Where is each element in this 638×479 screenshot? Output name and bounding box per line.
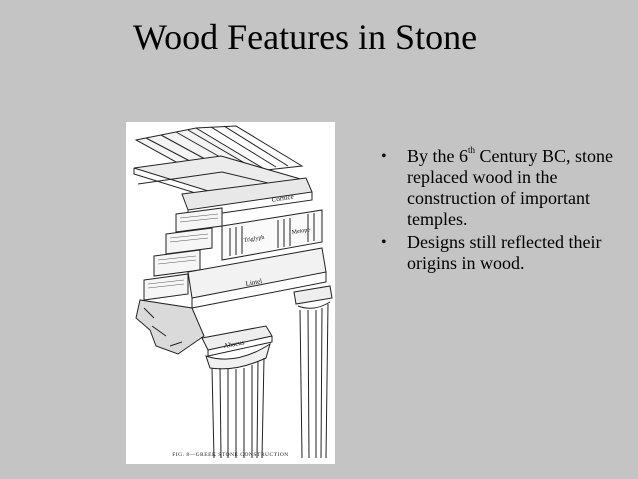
bullet-text-pre: By the 6 <box>407 146 468 166</box>
label-cornice: Cornice <box>271 193 294 204</box>
temple-entablature-drawing: Cornice Triglyph Metope Lintel Abacus <box>133 125 333 459</box>
label-metope: Metope <box>291 227 310 236</box>
bullet-dot: • <box>381 234 387 251</box>
greek-stone-construction-figure: Cornice Triglyph Metope Lintel Abacus FI… <box>126 122 335 464</box>
bullet-item: • Designs still reflected their origins … <box>381 232 621 274</box>
bullet-dot: • <box>381 148 387 165</box>
slide-title: Wood Features in Stone <box>133 17 478 57</box>
bullet-text-post: Century BC, stone replaced wood in the c… <box>407 146 614 229</box>
label-abacus: Abacus <box>223 338 245 350</box>
figure-caption: FIG. 8—GREEK STONE CONSTRUCTION <box>172 452 289 458</box>
bullet-superscript: th <box>468 145 476 155</box>
bullet-item: • By the 6th Century BC, stone replaced … <box>381 146 621 230</box>
label-lintel: Lintel <box>245 277 263 288</box>
bullet-text: Designs still reflected their origins in… <box>407 232 602 273</box>
bullet-list: • By the 6th Century BC, stone replaced … <box>381 146 621 276</box>
label-triglyph: Triglyph <box>243 235 264 244</box>
